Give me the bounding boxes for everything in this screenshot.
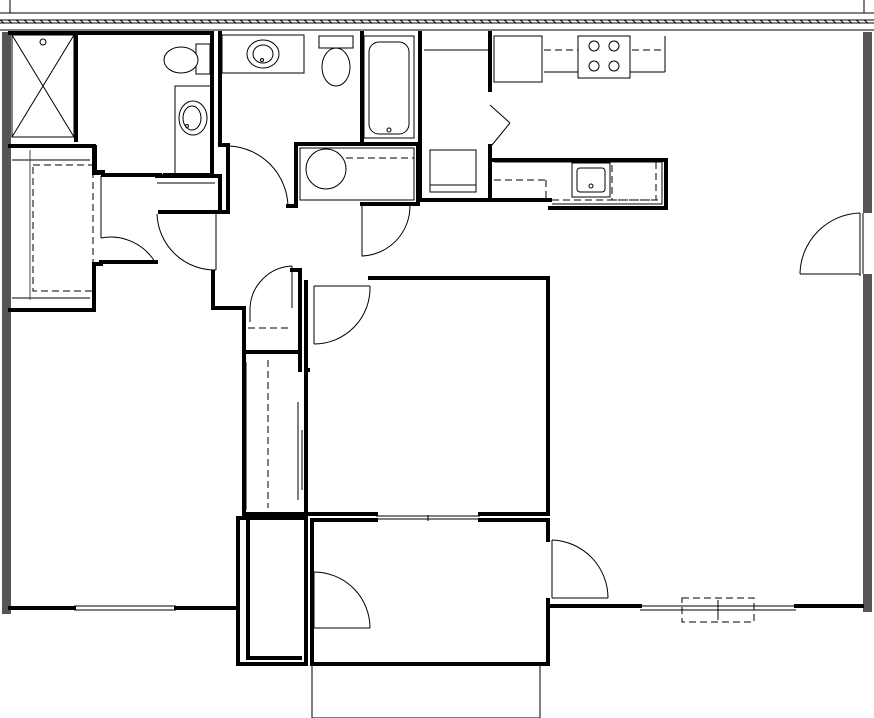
hall-closet xyxy=(242,265,302,354)
sink-icon xyxy=(178,100,208,136)
toilet-icon-2 xyxy=(318,35,354,87)
second-bath xyxy=(218,31,420,257)
dishwasher xyxy=(429,149,477,193)
stove-icon xyxy=(577,35,631,79)
sink-icon-2 xyxy=(246,39,280,69)
refrigerator xyxy=(493,35,543,83)
bathtub xyxy=(363,35,415,139)
pantry-door[interactable] xyxy=(489,104,511,146)
bedroom-two xyxy=(242,276,550,521)
living-bottom-wall xyxy=(8,516,240,611)
left-closet xyxy=(8,144,105,312)
bedroom-three xyxy=(236,516,609,718)
living-bottom-right-wall xyxy=(546,597,864,623)
master-bath xyxy=(8,31,214,177)
closet-door[interactable] xyxy=(99,176,158,264)
kitchen-sink-icon xyxy=(571,162,611,198)
water-heater xyxy=(299,147,415,201)
right-exterior-wall xyxy=(863,32,872,612)
kitchen xyxy=(418,31,668,210)
shower-head-icon xyxy=(39,38,47,46)
toilet-icon xyxy=(163,43,211,75)
patio-slab xyxy=(311,663,541,718)
vanity-counter-2 xyxy=(221,34,305,74)
top-exterior-wall xyxy=(0,0,874,31)
bath-hall-partition xyxy=(155,174,246,310)
left-exterior-wall xyxy=(2,32,11,614)
entry-door[interactable] xyxy=(799,212,874,276)
